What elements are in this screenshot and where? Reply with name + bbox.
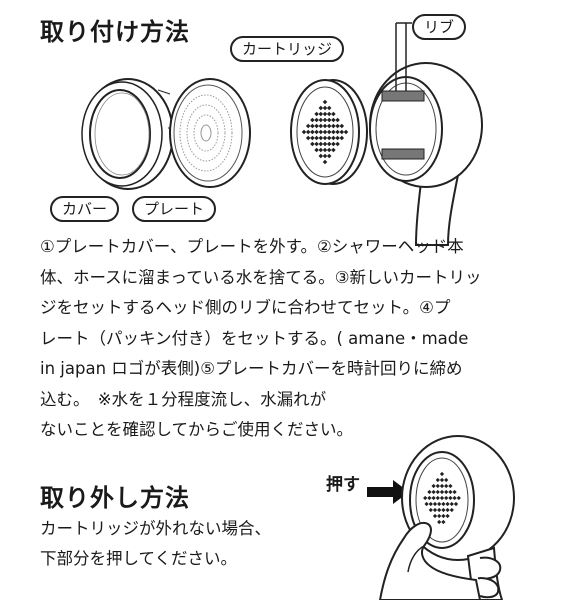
push-label: 押す [326, 475, 360, 495]
hand-pushing-illustration [378, 435, 515, 600]
install-title: 取り付け方法 [40, 18, 190, 46]
removal-line: 下部分を押してください。 [40, 549, 238, 568]
instruction-line: 込む。 ※水を１分程度流し、水漏れが [40, 389, 327, 409]
instruction-line: in japan ロゴが表側)⑤プレートカバーを時計回りに締め [40, 359, 463, 378]
push-arrow-icon [367, 480, 409, 504]
instruction-line: ないことを確認してからご使用ください。 [40, 420, 354, 439]
instruction-line: レート（パッキン付き）をセットする。( amane・made [40, 328, 469, 348]
plate-illustration [169, 78, 251, 188]
cover-ring-illustration [81, 78, 174, 190]
instruction-line: 体、ホースに溜まっている水を捨てる。③新しいカートリッ [40, 267, 482, 287]
instruction-line: ジをセットするヘッド側のリブに合わせてセット。④プ [40, 298, 451, 317]
cartridge-label: カートリッジ [230, 36, 345, 62]
plate-label: プレート [132, 196, 217, 222]
shower-head-illustration [369, 22, 483, 246]
removal-instructions: カートリッジが外れない場合、 下部分を押してください。 [40, 514, 271, 574]
rib-label: リブ [412, 14, 467, 40]
instruction-line: ①プレートカバー、プレートを外す。②シャワーヘッド本 [40, 237, 464, 256]
install-instructions: ①プレートカバー、プレートを外す。②シャワーヘッド本 体、ホースに溜まっている水… [40, 232, 540, 446]
cartridge-illustration [290, 79, 368, 185]
cover-label: カバー [50, 196, 120, 222]
removal-title: 取り外し方法 [40, 484, 190, 512]
removal-line: カートリッジが外れない場合、 [40, 519, 271, 538]
